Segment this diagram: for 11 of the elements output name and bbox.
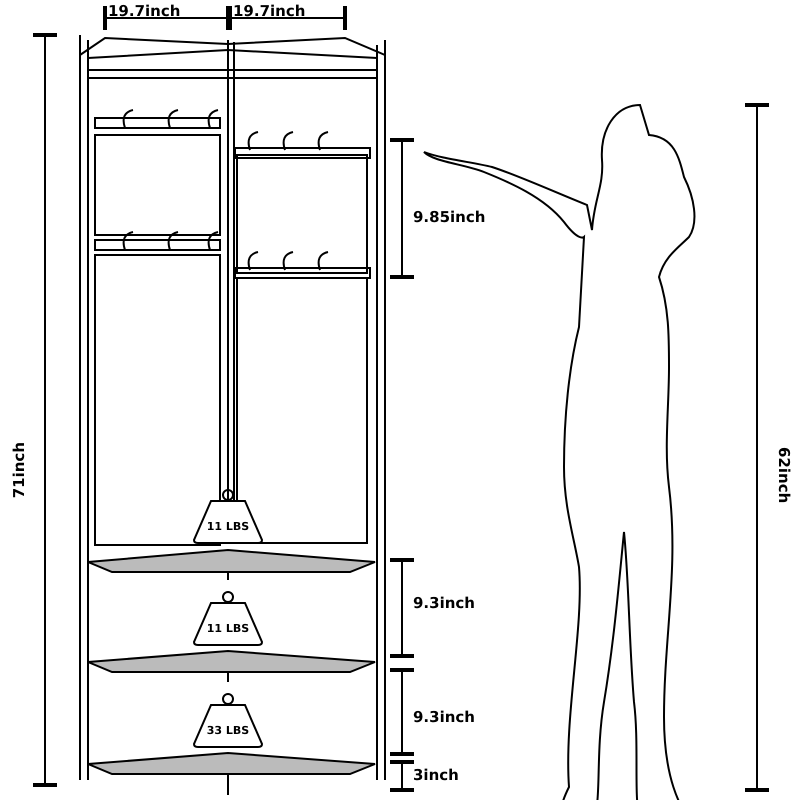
dimension-label: 9.3inch — [413, 710, 475, 725]
dimension-label: 19.7inch — [108, 4, 180, 19]
dimension-label: 9.3inch — [413, 596, 475, 611]
dimension-label: 71inch — [12, 442, 27, 498]
weight-label: 11 LBS — [206, 623, 250, 634]
weight-label: 11 LBS — [206, 521, 250, 532]
dimension-label: 19.7inch — [233, 4, 306, 19]
dimension-label: 9.85inch — [413, 210, 486, 225]
dimension-label: 62inch — [776, 447, 791, 504]
weight-label: 33 LBS — [206, 725, 250, 736]
dimension-label: 3inch — [413, 768, 459, 783]
